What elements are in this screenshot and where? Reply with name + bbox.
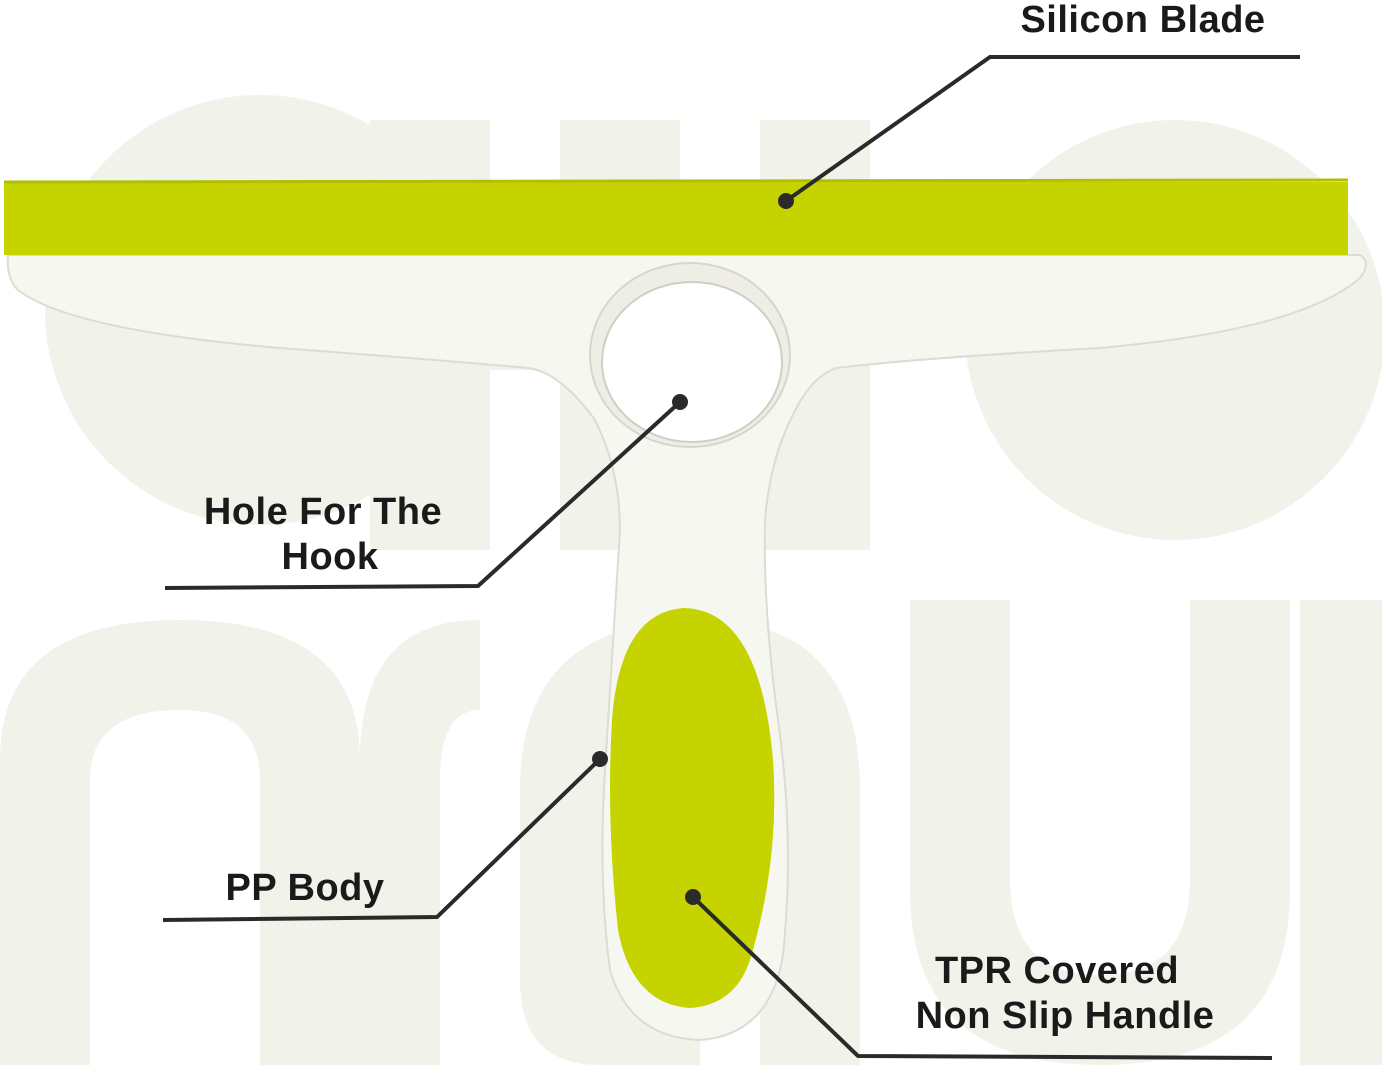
callout-dot [672,394,688,410]
hook-hole [601,281,783,443]
callout-label-line1: Hole For The [204,491,442,533]
callout-silicon-blade: Silicon Blade [778,0,1300,209]
silicon-blade [4,182,1348,255]
callout-line [691,895,1273,1060]
callout-label: PP Body [225,867,384,909]
silicon-blade-edge [3,178,1349,184]
callout-pp-body: PP Body [162,751,608,922]
callout-label-line2: Non Slip Handle [916,995,1215,1037]
callout-dot [778,193,794,209]
callout-dot [592,751,608,767]
callout-label: Silicon Blade [1020,0,1265,41]
callout-hook-hole: Hole For The Hook [164,394,688,590]
callout-tpr-handle: TPR Covered Non Slip Handle [685,889,1273,1060]
squeegee [3,178,1367,1042]
callout-dot [685,889,701,905]
callout-label-line1: TPR Covered [935,950,1179,992]
callout-line [784,55,1300,203]
callout-line [162,757,602,922]
tpr-grip [610,608,775,1008]
callout-label-line2: Hook [282,536,379,578]
callout-line [164,400,682,590]
